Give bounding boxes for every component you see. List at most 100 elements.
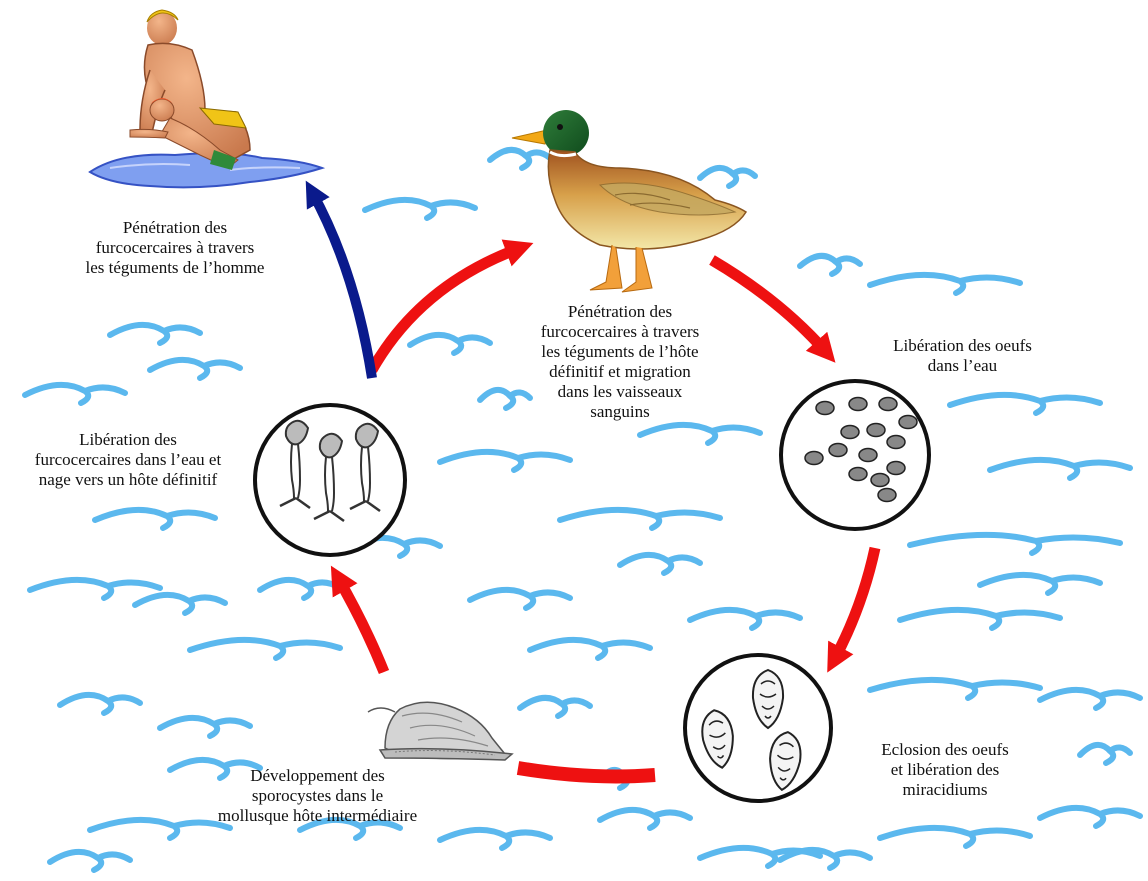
egg <box>898 414 918 430</box>
label-line: dans les vaisseaux <box>557 382 683 401</box>
label-line: Libération des <box>79 430 177 449</box>
egg <box>828 442 848 458</box>
egg <box>848 466 868 482</box>
wave <box>1037 804 1143 829</box>
wave <box>57 692 143 716</box>
arrow-to-duck <box>367 239 534 373</box>
wave <box>867 271 1023 296</box>
arrow-to-human <box>305 180 377 379</box>
label-line: sanguins <box>590 402 650 421</box>
wave <box>157 715 253 739</box>
egg <box>840 424 860 440</box>
label-line: mollusque hôte intermédiaire <box>217 806 418 825</box>
egg <box>886 460 906 476</box>
wave <box>637 421 763 446</box>
mallard-duck-icon <box>511 110 748 293</box>
cycle-arrows <box>305 180 881 784</box>
label-line: miracidiums <box>902 780 988 799</box>
label-line: sporocystes dans le <box>251 786 384 805</box>
wave <box>557 506 723 531</box>
wave <box>597 807 693 831</box>
wave <box>947 391 1103 416</box>
wave <box>867 676 1043 701</box>
label-line: furcocercaires dans l’eau et <box>34 450 222 469</box>
label-line: les téguments de l’hôte <box>541 342 699 361</box>
wave <box>1037 686 1143 711</box>
label-line: et libération des <box>890 760 1000 779</box>
egg <box>848 396 868 412</box>
label-line: Libération des oeufs <box>893 336 1032 355</box>
wave <box>132 592 228 616</box>
label-line: Eclosion des oeufs <box>881 740 1009 759</box>
wave <box>297 816 403 841</box>
wave <box>987 456 1133 481</box>
wave <box>517 695 593 719</box>
arrow-snail-to-cercariae <box>330 565 390 675</box>
egg <box>858 447 878 463</box>
wave <box>687 606 803 631</box>
wave <box>362 196 478 221</box>
water-waves <box>22 147 1143 873</box>
wave <box>907 531 1123 556</box>
wave <box>777 847 873 871</box>
wave <box>1077 742 1133 766</box>
arrow-eggs-to-miracidia <box>827 546 881 673</box>
wave <box>257 577 343 601</box>
wave <box>22 381 128 406</box>
wave <box>27 576 163 601</box>
wave <box>467 586 573 611</box>
wave <box>977 571 1103 596</box>
label-line: dans l’eau <box>927 356 998 375</box>
furcocercaire <box>349 422 381 513</box>
wave <box>697 165 758 189</box>
swimmer-and-child-icon <box>88 9 326 189</box>
eggs-circle-icon <box>779 379 931 531</box>
egg <box>877 487 897 503</box>
miracidium <box>769 731 802 792</box>
wave <box>897 606 1063 631</box>
wave <box>47 849 133 873</box>
wave <box>92 506 218 531</box>
egg <box>870 472 890 488</box>
label-line: les téguments de l’homme <box>85 258 265 277</box>
furcocercaire <box>313 432 345 523</box>
wave <box>147 357 243 381</box>
label-line: furcocercaires à travers <box>540 322 700 341</box>
label-line: nage vers un hôte définitif <box>38 470 218 489</box>
miracidium <box>701 709 734 769</box>
wave <box>167 757 263 781</box>
label-line: Développement des <box>250 766 385 785</box>
miracidia-circle-icon <box>683 653 833 803</box>
wave <box>187 636 343 661</box>
wave <box>617 552 703 576</box>
egg <box>804 450 824 466</box>
wave <box>797 253 863 277</box>
miracidium <box>751 668 785 730</box>
arrow-duck-to-eggs <box>709 255 836 363</box>
egg <box>866 422 886 438</box>
wave <box>477 387 533 411</box>
egg <box>886 434 906 450</box>
snail-icon <box>367 701 514 761</box>
wave <box>407 332 493 356</box>
wave <box>107 322 203 346</box>
egg <box>815 400 835 416</box>
label-line: définitif et migration <box>549 362 691 381</box>
wave <box>527 636 653 661</box>
arrow-miracidia-to-snail <box>516 761 656 784</box>
furcocercaire <box>279 419 311 510</box>
label-line: furcocercaires à travers <box>95 238 255 257</box>
wave <box>87 816 233 841</box>
wave <box>487 147 553 171</box>
wave <box>437 448 573 473</box>
label-line: Pénétration des <box>567 302 673 321</box>
wave <box>877 824 1033 849</box>
label-line: Pénétration des <box>122 218 228 237</box>
